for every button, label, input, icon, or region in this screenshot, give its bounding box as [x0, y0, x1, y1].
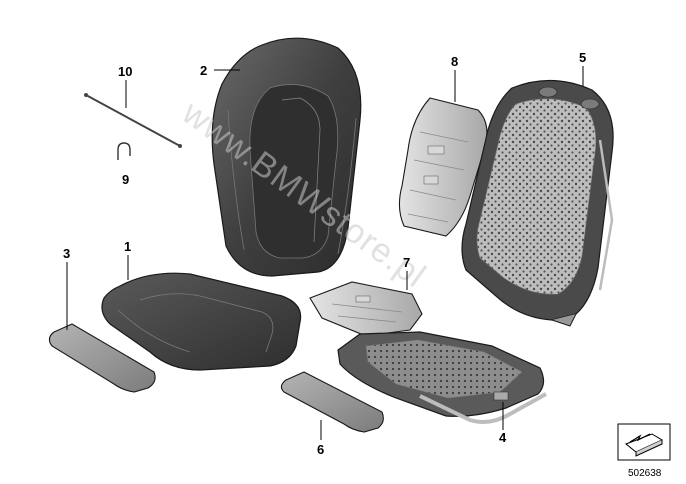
leader-lines — [66, 66, 584, 440]
callout-6: 6 — [317, 442, 324, 457]
callout-7: 7 — [403, 255, 410, 270]
document-number: 502638 — [628, 468, 662, 479]
callout-4: 4 — [499, 430, 507, 445]
front-cushion-pad-part — [280, 371, 384, 433]
callout-5: 5 — [579, 50, 586, 65]
side-bolster-pad-part — [48, 323, 156, 393]
callout-1: 1 — [124, 239, 131, 254]
arrow-icon — [629, 433, 651, 443]
seat-cushion-foam-part — [337, 331, 547, 424]
orientation-symbol — [617, 423, 671, 461]
callout-9: 9 — [122, 172, 129, 187]
callout-2: 2 — [200, 63, 207, 78]
callout-8: 8 — [451, 54, 458, 69]
seat-cushion-cover-part — [101, 272, 302, 371]
hook-clip-part — [117, 142, 131, 160]
wire-rod-part — [84, 93, 182, 148]
backrest-cover-part — [211, 37, 362, 277]
callout-3: 3 — [63, 246, 70, 261]
backrest-foam-part — [461, 79, 614, 327]
seat-frame-panel-part — [309, 281, 423, 337]
callout-10: 10 — [118, 64, 132, 79]
